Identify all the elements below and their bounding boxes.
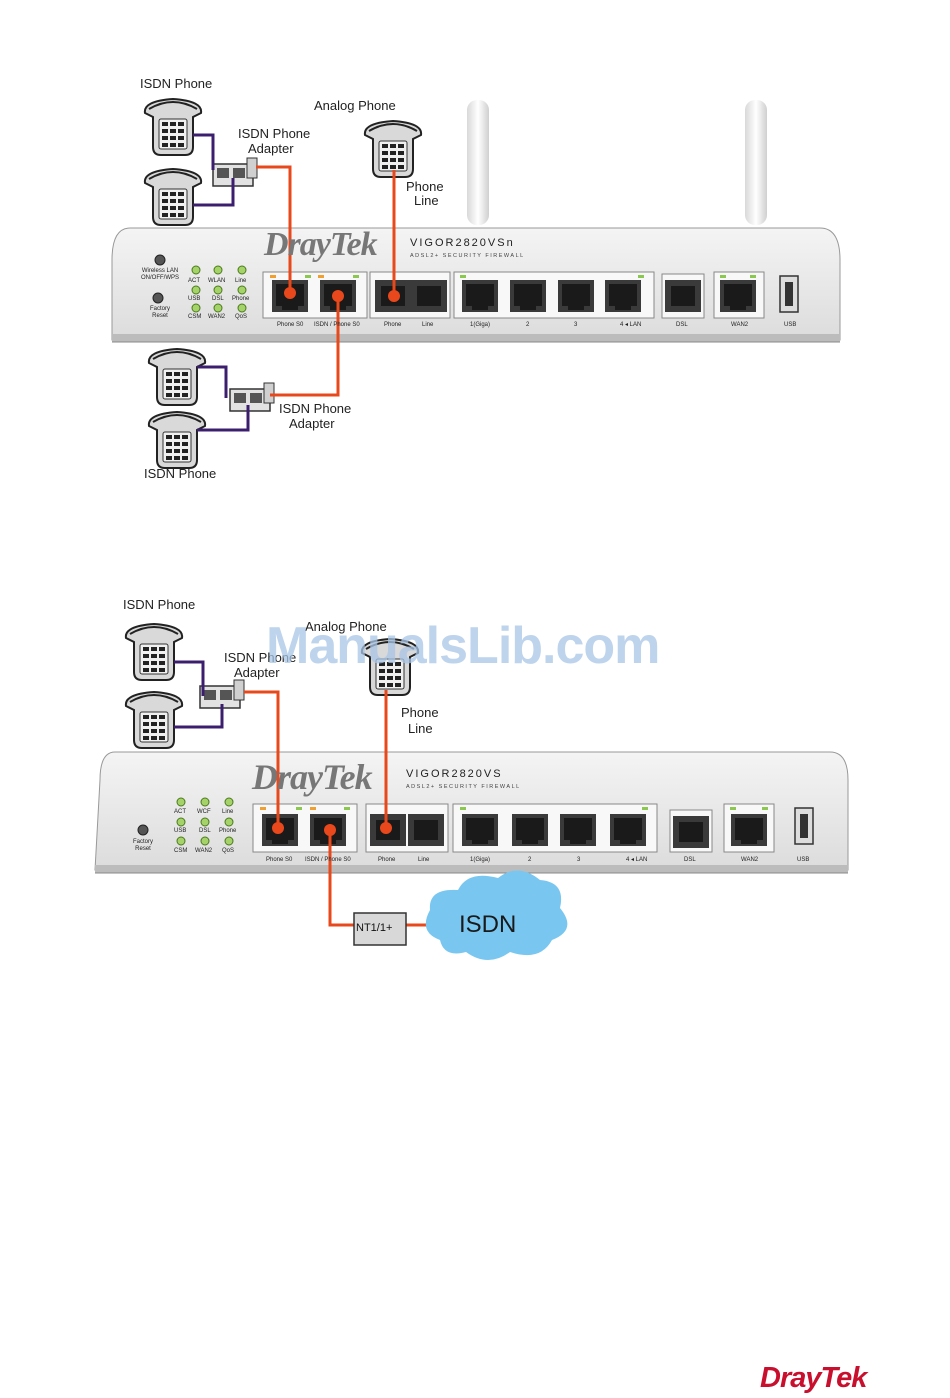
port-lan4-2: 4 ◂ LAN: [626, 857, 648, 863]
nt-box-label: NT1/1+: [356, 922, 393, 934]
port-lan4-1: 4 ◂ LAN: [620, 322, 642, 328]
led-dsl-2: DSL: [199, 828, 211, 834]
model-name-1: VIGOR2820VSn: [410, 237, 515, 249]
analog-phone-label: Analog Phone: [314, 98, 396, 113]
factory-reset-label-2: Factory Reset: [132, 839, 153, 852]
model-subtitle-1: ADSL2+ SECURITY FIREWALL: [410, 253, 525, 259]
isdn-adapter-label-2a: ISDN Phone: [224, 650, 297, 665]
footer-brand-logo: DrayTek: [760, 1362, 867, 1394]
led-act-2: ACT: [174, 809, 186, 815]
led-qos-2: QoS: [222, 848, 235, 854]
port-lan2-2: 2: [528, 857, 532, 863]
model-name-2: VIGOR2820VS: [406, 768, 503, 780]
phone-line-label-2b: Line: [408, 721, 433, 736]
led-phone-1: Phone: [232, 296, 250, 302]
port-phone-2: Phone: [378, 857, 396, 863]
port-phone-s0-1: Phone S0: [277, 322, 304, 328]
port-lan2-1: 2: [526, 322, 530, 328]
led-wcf-2: WCF: [197, 809, 211, 815]
led-wan2-2: WAN2: [195, 848, 213, 854]
watermark: ManualsLib.com: [266, 617, 660, 675]
model-subtitle-2: ADSL2+ SECURITY FIREWALL: [406, 784, 521, 790]
brand-logo-2: DrayTek: [252, 757, 373, 797]
diagram1-graphics: [111, 98, 841, 469]
port-usb-1: USB: [784, 322, 797, 328]
phone-line-label-1: Phone: [406, 179, 444, 194]
phone-line-label-2: Line: [414, 193, 439, 208]
port-line-1: Line: [422, 322, 434, 328]
port-dsl-2: DSL: [684, 857, 696, 863]
led-act-1: ACT: [188, 278, 200, 284]
port-isdn-s0-1: ISDN / Phone S0: [314, 322, 360, 328]
led-wlan-1: WLAN: [208, 278, 226, 284]
led-line-2: Line: [222, 809, 234, 815]
isdn-adapter-label-2b: Adapter: [234, 665, 280, 680]
port-usb-2: USB: [797, 857, 810, 863]
led-csm-1: CSM: [188, 314, 202, 320]
diagram2-graphics: [94, 623, 849, 960]
led-wan2-1: WAN2: [208, 314, 226, 320]
analog-phone-label-2: Analog Phone: [305, 619, 387, 634]
port-wan2-1: WAN2: [731, 322, 749, 328]
port-phone-1: Phone: [384, 322, 402, 328]
port-line-2: Line: [418, 857, 430, 863]
isdn-cloud-label: ISDN: [459, 911, 517, 938]
port-lan3-2: 3: [577, 857, 581, 863]
wireless-button-label: Wireless LAN ON/OFF/WPS: [141, 268, 179, 281]
isdn-phone-label-top: ISDN Phone: [140, 76, 213, 91]
port-wan2-2: WAN2: [741, 857, 759, 863]
led-usb-2: USB: [174, 828, 187, 834]
isdn-phone-label-bottom: ISDN Phone: [144, 466, 217, 481]
led-dsl-1: DSL: [212, 296, 224, 302]
port-lan1-1: 1(Giga): [470, 322, 491, 328]
led-phone-2: Phone: [219, 828, 237, 834]
port-dsl-1: DSL: [676, 322, 688, 328]
led-csm-2: CSM: [174, 848, 188, 854]
isdn-adapter-label-top-1: ISDN Phone: [238, 126, 311, 141]
port-phone-s0-2: Phone S0: [266, 857, 293, 863]
port-lan1-2: 1(Giga): [470, 857, 491, 863]
phone-line-label-2a: Phone: [401, 705, 439, 720]
led-qos-1: QoS: [235, 314, 248, 320]
isdn-adapter-label-bottom-1: ISDN Phone: [279, 401, 352, 416]
port-isdn-s0-2: ISDN / Phone S0: [305, 857, 351, 863]
isdn-phone-label-2: ISDN Phone: [123, 597, 196, 612]
led-line-1: Line: [235, 278, 247, 284]
factory-reset-label-1: Factory Reset: [149, 306, 170, 319]
isdn-adapter-label-bottom-2: Adapter: [289, 416, 335, 431]
brand-logo-1: DrayTek: [264, 226, 378, 263]
led-usb-1: USB: [188, 296, 201, 302]
port-lan3-1: 3: [574, 322, 578, 328]
isdn-adapter-label-top-2: Adapter: [248, 141, 294, 156]
